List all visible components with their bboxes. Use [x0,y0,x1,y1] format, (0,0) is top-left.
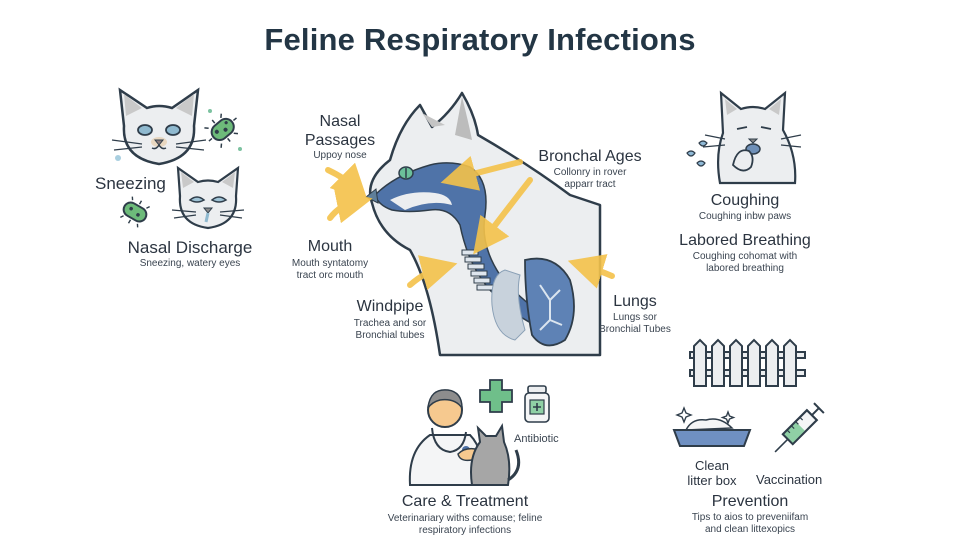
coughing-label: Coughing [710,192,780,209]
lungs-label: Lungs [613,293,657,310]
care-treatment-label: Care & Treatment [401,493,529,510]
nasal-discharge-desc: Sneezing, watery eyes [139,258,241,269]
coughing-desc: Coughing inbw paws [698,211,792,222]
germ-icon [120,196,150,228]
nasal-passages-desc: Uppoy nose [313,150,367,161]
labored-breathing-label: Labored Breathing [679,232,811,249]
care-treatment-desc: Veterinariary withs comause; feline resp… [387,513,543,536]
germ-icon [204,109,242,151]
clean-litter-box-label: Clean litter box [687,458,737,488]
discharge-cat-icon [171,165,245,230]
lungs-desc: Lungs sor Bronchial Tubes [599,312,671,335]
windpipe-desc: Trachea and sor Bronchial tubes [353,318,427,341]
nasal-discharge-label: Nasal Discharge [127,238,253,257]
nasal-passages-label: Nasal Passages [304,113,376,149]
bronchial-label: Bronchal Ages [538,148,642,165]
bronchial-desc: Collonry in rover apparr tract [553,167,627,190]
labored-breathing-desc: Coughing cohomat with labored breathing [692,251,798,274]
sneezing-cat-icon [111,87,207,166]
page-title: Feline Respiratory Infections [264,22,696,57]
antibiotic-label: Antibiotic [514,433,559,445]
veterinarian-icon [408,389,521,486]
coughing-cat-icon [686,90,802,185]
litter-box-icon [672,406,752,447]
fence-icon [689,338,806,387]
mouth-desc: Mouth syntatomy tract orc mouth [291,258,369,281]
syringe-icon [774,402,825,453]
mouth-label: Mouth [307,238,353,255]
antibiotic-bottle-icon [524,385,550,423]
prevention-desc: Tips to aios to preveniifam and clean li… [691,512,809,535]
prevention-label: Prevention [711,493,789,510]
windpipe-label: Windpipe [356,298,424,315]
vaccination-label: Vaccination [756,472,823,487]
medical-cross-icon [479,379,513,413]
sneezing-label: Sneezing [95,174,166,193]
